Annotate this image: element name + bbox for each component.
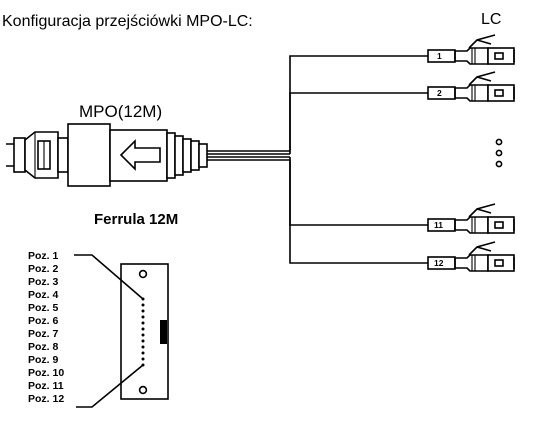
mpo-connector [6, 123, 208, 187]
leader-line-pos12 [76, 364, 144, 408]
ellipsis-indicator [495, 138, 503, 168]
ferrule-label: Ferrula 12M [94, 211, 178, 228]
mpo-label: MPO(12M) [79, 102, 162, 121]
lc-connector-11: 11 [427, 203, 515, 234]
position-label: Poz. 10 [28, 367, 64, 379]
position-label: Poz. 9 [28, 354, 59, 366]
position-label: Poz. 3 [28, 276, 59, 288]
lc-connector-1: 1 [427, 34, 515, 65]
arrow-left-icon [119, 139, 161, 171]
lc-connector-2: 2 [427, 71, 515, 102]
position-label: Poz. 2 [28, 263, 59, 275]
fanout-cables [207, 55, 428, 264]
position-label: Poz. 1 [28, 250, 59, 262]
diagram-title: Konfiguracja przejściówki MPO-LC: [2, 13, 253, 30]
position-label: Poz. 7 [28, 328, 59, 340]
position-label: Poz. 8 [28, 341, 59, 353]
position-label: Poz. 11 [28, 380, 64, 392]
lc-number: 12 [434, 258, 444, 268]
lc-connector-12: 12 [427, 241, 515, 272]
position-label: Poz. 5 [28, 302, 59, 314]
fiber-holes [141, 297, 145, 367]
lc-number: 1 [437, 51, 442, 61]
position-label: Poz. 6 [28, 315, 59, 327]
position-labels: Poz. 1 Poz. 2 Poz. 3 Poz. 4 Poz. 5 Poz. … [28, 250, 64, 405]
lc-number: 11 [434, 220, 443, 230]
position-label: Poz. 12 [28, 393, 64, 405]
leader-line-pos1 [74, 254, 144, 300]
lc-number: 2 [437, 88, 442, 98]
ferrule-face [120, 263, 169, 400]
position-label: Poz. 4 [28, 289, 59, 301]
lc-label: LC [481, 11, 501, 28]
